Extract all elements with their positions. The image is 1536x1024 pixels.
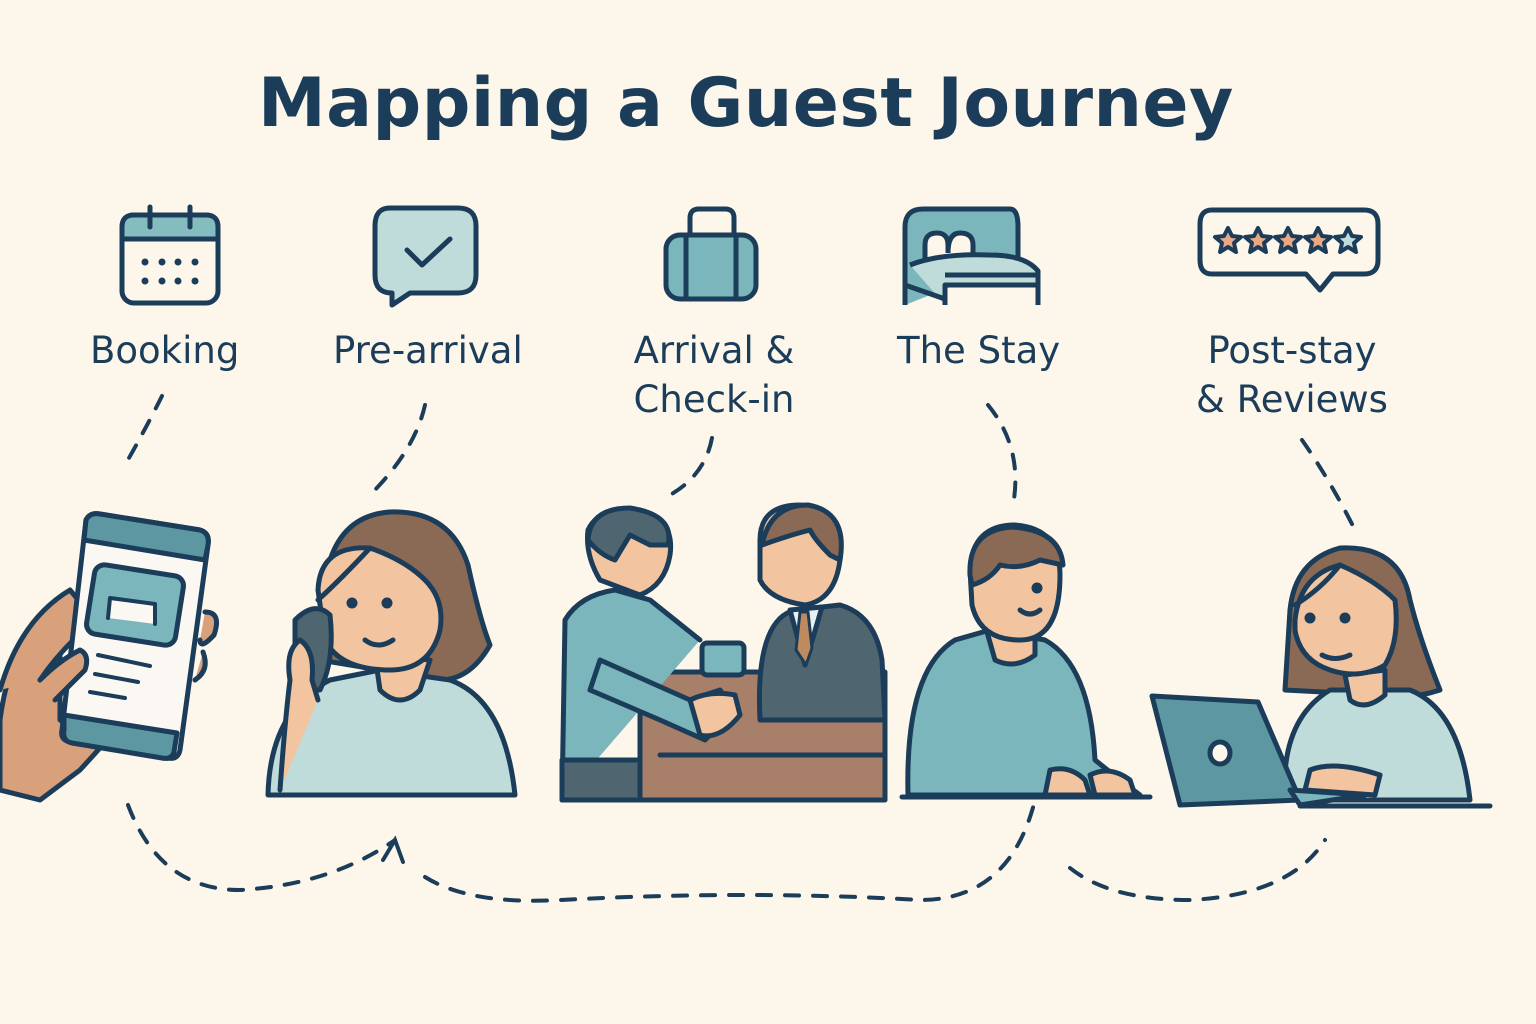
star-icon (1303, 226, 1333, 254)
calendar-icon (119, 204, 221, 306)
arrow-head-icon (381, 835, 405, 864)
page-title: Mapping a Guest Journey (258, 64, 1234, 143)
stage-label-booking: Booking (90, 329, 240, 372)
man-at-desk-illustration (899, 522, 1153, 800)
star-icon (1273, 226, 1303, 254)
star-review-icon (1197, 207, 1381, 293)
handshake-at-reception-illustration (559, 502, 888, 803)
star-icon (1243, 226, 1273, 254)
bed-icon (902, 206, 1041, 305)
hand-holding-phone-illustration (0, 511, 219, 803)
connector-lines (123, 394, 1357, 903)
woman-on-phone-illustration (265, 509, 518, 798)
woman-on-laptop-illustration (1149, 545, 1493, 809)
chat-check-icon (372, 205, 479, 308)
stage-label-post-stay: Post-stay & Reviews (1196, 329, 1388, 421)
stage-label-stay: The Stay (897, 329, 1061, 372)
stage-label-arrival: Arrival & Check-in (633, 329, 795, 421)
star-icon (1213, 226, 1243, 254)
stage-label-pre-arrival: Pre-arrival (333, 329, 523, 372)
star-icon (1333, 226, 1363, 254)
suitcase-icon (663, 206, 759, 302)
